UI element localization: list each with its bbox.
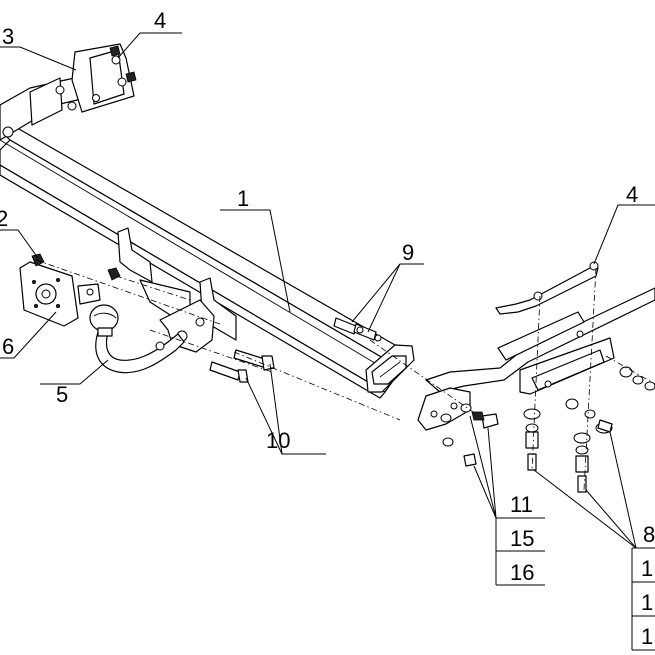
ball-mount-bracket (117, 227, 237, 353)
callout-16: 16 (510, 560, 534, 585)
callout-4-left: 4 (154, 8, 166, 33)
bolts-10 (209, 349, 275, 383)
callout-5: 5 (56, 382, 68, 407)
callout-15: 15 (510, 526, 534, 551)
callout-8: 8 (643, 522, 655, 547)
assembly-centerlines (35, 259, 655, 491)
callout-frames (495, 517, 655, 651)
callout-11: 11 (510, 492, 533, 517)
tow-ball (89, 304, 185, 374)
callout-right-a: 1 (641, 556, 653, 581)
leader-lines (0, 32, 655, 549)
callout-3: 3 (2, 24, 14, 49)
callout-right-b: 1 (641, 590, 653, 615)
callout-right-c: 1 (641, 624, 653, 649)
bolts-9 (333, 317, 382, 342)
callout-6: 6 (2, 334, 14, 359)
callout-4-right: 4 (626, 182, 638, 207)
callout-2: 2 (0, 206, 8, 231)
callout-1: 1 (237, 186, 249, 211)
crossbeam (0, 117, 415, 399)
callout-10: 10 (266, 428, 290, 453)
nuts-washers-left (440, 403, 499, 467)
left-bracket-assembly (0, 43, 137, 141)
ball-bolts (31, 253, 121, 281)
callout-9: 9 (402, 240, 414, 265)
right-bracket-assembly (417, 287, 655, 431)
right-clamp-plate (495, 261, 599, 315)
socket-plate (19, 261, 101, 327)
